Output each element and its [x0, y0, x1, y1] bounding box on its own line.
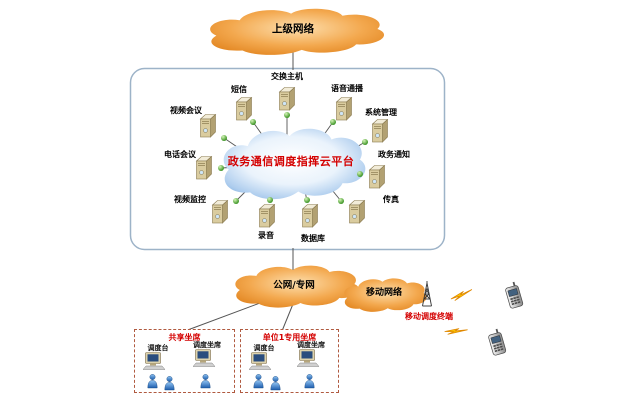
cloud-label-platform: 政务通信调度指挥云平台: [227, 155, 355, 168]
seat-group-title: 共享坐席: [168, 333, 201, 342]
server-label-fax: 传真: [383, 195, 399, 204]
server-icon-database: [302, 204, 318, 228]
operator-icon: [200, 374, 211, 389]
workstation-icon: [193, 349, 216, 367]
operator-icon: [147, 374, 158, 389]
server-icon-video-conference: [200, 114, 216, 138]
server-label-voice-broadcast: 语音通播: [331, 84, 363, 93]
operator-icon: [253, 374, 264, 389]
server-label-database: 数据库: [301, 234, 325, 243]
server-label-exchange-host: 交换主机: [271, 72, 303, 81]
mobile-terminal-label: 移动调度终端: [405, 312, 453, 321]
seat-group-shared: 共享坐席 调度台 调度坐席: [134, 329, 235, 393]
server-icon-system-management: [372, 119, 388, 143]
dispatch-seat-label: 调度坐席: [297, 341, 325, 349]
connector-dots: [218, 112, 368, 204]
lightning-bolt-icon: [450, 286, 473, 303]
cloud-label-upper-network: 上级网络: [272, 23, 314, 35]
workstation-icon: [143, 352, 166, 370]
workstation-icon: [249, 352, 272, 370]
cloud-label-mobile-network: 移动网络: [365, 288, 402, 298]
workstation-icon: [297, 349, 320, 367]
mobile-phone-icon: [503, 280, 524, 310]
operator-icon: [164, 376, 175, 391]
server-label-sms: 短信: [231, 85, 247, 94]
server-label-video-conference: 视频会议: [170, 106, 202, 115]
server-label-gov-notice: 政务通知: [378, 150, 410, 159]
server-label-system-management: 系统管理: [365, 108, 397, 117]
operator-icon: [304, 374, 315, 389]
server-icon-recording: [259, 204, 275, 228]
cloud-label-public-network: 公网/专网: [273, 280, 315, 291]
server-icon-gov-notice: [369, 165, 385, 189]
server-label-phone-conference: 电话会议: [164, 150, 196, 159]
server-label-recording: 录音: [258, 231, 274, 240]
server-icon-sms: [236, 97, 252, 121]
seat-group-unit1: 单位1专用坐席 调度台 调度坐席: [240, 329, 339, 393]
dispatch-console-label: 调度台: [253, 344, 275, 352]
operator-icon: [270, 376, 281, 391]
dispatch-seat-label: 调度坐席: [193, 341, 221, 349]
dispatch-console-label: 调度台: [147, 344, 169, 352]
server-label-video-surveillance: 视频监控: [174, 195, 206, 204]
lightning-bolt-icon: [444, 320, 468, 342]
mobile-phone-icon: [486, 327, 507, 357]
server-icon-exchange-host: [279, 87, 295, 111]
seat-group-title: 单位1专用坐席: [262, 333, 317, 342]
server-icon-voice-broadcast: [336, 97, 352, 121]
